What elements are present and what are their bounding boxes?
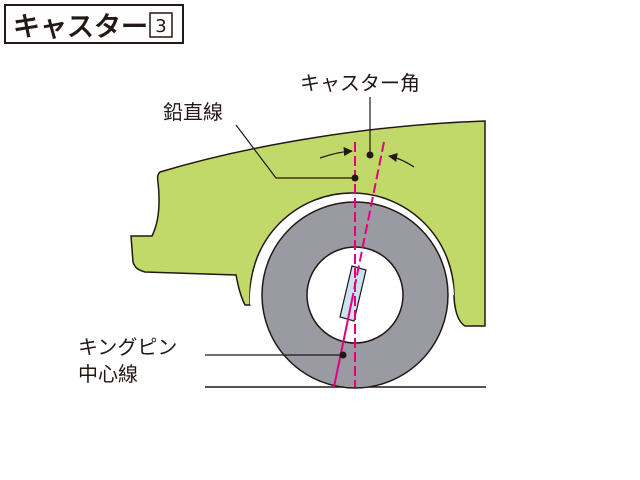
car-body <box>130 120 486 327</box>
caster-angle-arc-left <box>319 147 353 159</box>
title-text: キャスター <box>13 12 148 43</box>
title-box: キャスター 3 <box>4 4 184 44</box>
kingpin-line-label-1: キングピン <box>78 335 177 359</box>
kingpin-centerline-dashed <box>352 141 385 296</box>
title-number: 3 <box>155 16 166 37</box>
vertical-line-label: 鉛直線 <box>163 100 223 124</box>
caster-angle-label: キャスター角 <box>300 71 420 95</box>
vertical-line-leader <box>235 124 355 179</box>
caster-angle-arc-right <box>388 152 415 168</box>
kingpin-line-label-2: 中心線 <box>78 362 138 386</box>
kingpin-centerline-solid <box>333 294 354 388</box>
